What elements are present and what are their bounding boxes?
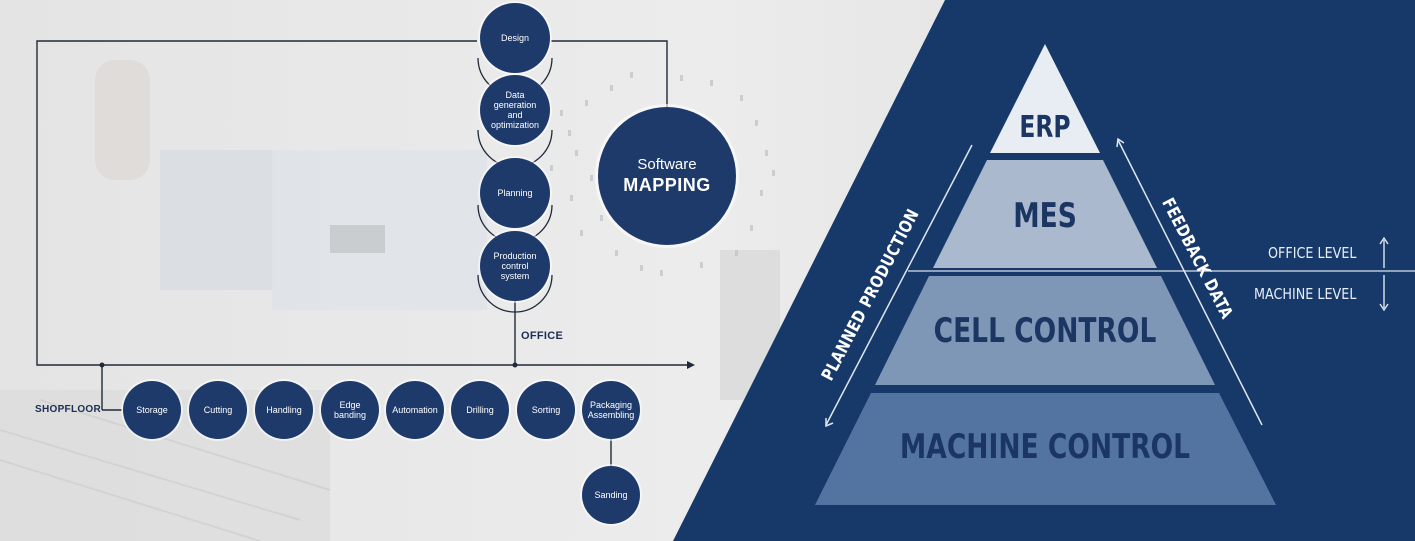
- node-design: Design: [480, 3, 550, 73]
- node-data-line: optimization: [490, 120, 540, 130]
- tier-cell-control: [875, 276, 1215, 385]
- node-storage-line: Storage: [136, 405, 168, 415]
- node-edge-line: Edge: [339, 400, 361, 410]
- node-storage: Storage: [123, 381, 181, 439]
- node-planning: Planning: [480, 158, 550, 228]
- tier-label-erp: ERP: [1019, 110, 1071, 145]
- machine-level-label: MACHINE LEVEL: [1254, 285, 1357, 303]
- node-drilling-line: Drilling: [466, 405, 494, 415]
- hub-line-1: Software: [637, 156, 697, 173]
- node-sanding: Sanding: [582, 466, 640, 524]
- shopfloor-label: SHOPFLOOR: [35, 404, 102, 415]
- node-automation: Automation: [386, 381, 444, 439]
- node-data-line: and: [507, 110, 523, 120]
- node-cutting: Cutting: [189, 381, 247, 439]
- node-packaging-line: Packaging: [589, 400, 633, 410]
- node-sorting-line: Sorting: [531, 405, 561, 415]
- planned-arrow-line: [825, 144, 973, 426]
- node-sorting: Sorting: [517, 381, 575, 439]
- feedback-arrow-head: [1116, 137, 1125, 148]
- tier-label-machine-control: MACHINE CONTROL: [899, 427, 1191, 467]
- node-design-line: Design: [500, 33, 529, 43]
- node-handling-line: Handling: [266, 405, 302, 415]
- node-automation-line: Automation: [392, 405, 438, 415]
- node-sanding-line: Sanding: [594, 490, 628, 500]
- node-handling: Handling: [255, 381, 313, 439]
- node-production-line: system: [500, 271, 530, 281]
- node-edge-line: banding: [333, 410, 367, 420]
- node-planning-line: Planning: [497, 188, 533, 198]
- office-label: OFFICE: [521, 330, 564, 342]
- hub-line-2: MAPPING: [623, 175, 711, 195]
- node-data-line: generation: [493, 100, 537, 110]
- software-mapping-hub: Software MAPPING: [598, 107, 736, 245]
- tier-erp: [990, 44, 1100, 153]
- node-production-line: Production: [493, 251, 537, 261]
- tier-label-mes: MES: [1013, 196, 1077, 236]
- node-data-line: Data: [505, 90, 525, 100]
- planned-arrow-head: [825, 418, 834, 428]
- node-drilling: Drilling: [451, 381, 509, 439]
- tier-mes: [933, 160, 1157, 268]
- tier-label-cell-control: CELL CONTROL: [933, 311, 1157, 351]
- node-cutting-line: Cutting: [203, 405, 233, 415]
- tier-machine-control: [815, 393, 1276, 505]
- feedback-arrow-line: [1117, 139, 1263, 426]
- node-packaging-line: Assembling: [587, 410, 635, 420]
- node-production-line: control: [501, 261, 529, 271]
- office-level-label: OFFICE LEVEL: [1268, 244, 1357, 262]
